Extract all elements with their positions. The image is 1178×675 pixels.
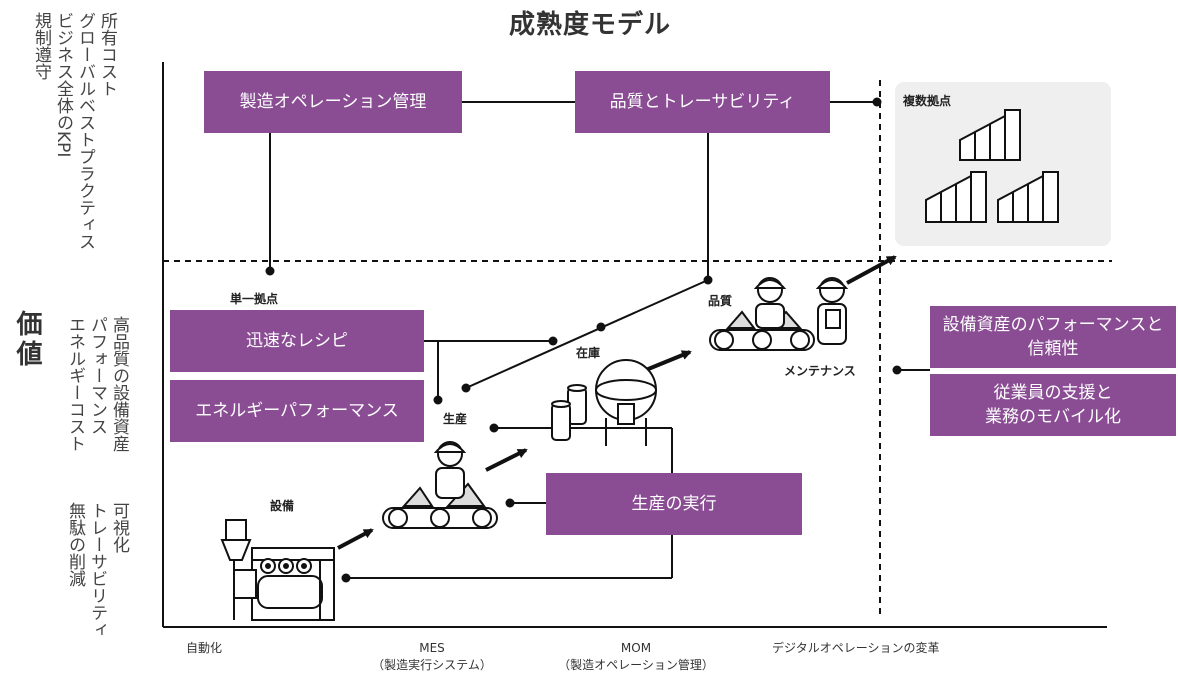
left-column-middle: 高品質の設備資産 パフォーマンス エネルギーコスト [64,316,130,486]
dot-prod-top [489,423,499,433]
dot-prod-exec [505,498,515,508]
label-multi-site: 複数拠点 [903,94,952,108]
box-production-execution: 生産の実行 [546,473,802,535]
dot-multi-site [872,97,882,107]
dot-right-boxes [892,365,902,375]
dot-diag-mid [596,322,606,332]
left-top-line-2: グローバルベストプラクティス [75,12,95,250]
label-production: 生産 [443,412,468,426]
arrow-production-inventory [485,448,528,472]
label-single-site: 単一拠点 [230,292,279,306]
x-label-automation: 自動化 [186,641,223,655]
dot-production [433,395,443,405]
left-column-bottom: 可視化 トレーサビリティ 無駄の削減 [64,502,130,662]
dot-diag-start [461,383,471,393]
inventory-tank-illustration [551,359,657,446]
x-label-mes: MES （製造実行システム） [352,640,512,674]
box-manufacturing-operations: 製造オペレーション管理 [204,71,462,133]
box-fast-recipe: 迅速なレシピ [170,310,424,372]
box-worker-support: 従業員の支援と 業務のモバイル化 [930,374,1176,436]
box-energy-performance: エネルギーパフォーマンス [170,380,424,442]
box-asset-performance: 設備資産のパフォーマンスと 信頼性 [930,306,1176,368]
arrow-equipment-production [337,528,374,550]
label-quality: 品質 [708,294,733,308]
equipment-machine-illustration [220,519,335,621]
dot-equipment [341,573,351,583]
left-mid-line-3: エネルギーコスト [65,316,85,452]
left-top-line-4: 規制遵守 [31,12,51,80]
box-quality-traceability: 品質とトレーサビリティ [575,71,830,133]
label-inventory: 在庫 [576,346,601,360]
left-column-top: 所有コスト グローバルベストプラクティス ビジネス全体のKPI 規制遵守 [30,12,118,252]
x-label-mom: MOM （製造オペレーション管理） [536,640,736,674]
x-label-mom-line-1: MOM [620,641,652,655]
x-label-digital: デジタルオペレーションの変革 [772,641,940,655]
y-axis-label: 価値 [12,310,42,370]
dot-recipe [548,336,558,346]
x-label-mom-line-2: （製造オペレーション管理） [558,658,714,672]
x-label-mes-line-2: （製造実行システム） [372,658,492,672]
left-top-line-3: ビジネス全体のKPI [53,12,73,158]
dot-single-site [265,266,275,276]
left-mid-line-1: 高品質の設備資産 [109,316,129,452]
left-bot-line-3: 無駄の削減 [65,502,85,587]
left-bot-line-1: 可視化 [109,502,129,553]
x-label-mes-line-1: MES [419,641,445,655]
label-equipment: 設備 [270,499,295,513]
worker-support-line-2: 業務のモバイル化 [985,407,1121,427]
diagram-title: 成熟度モデル [508,10,671,40]
arrow-to-multi-site [846,255,897,285]
diagonal-connector [465,279,709,389]
production-worker-illustration [382,441,498,529]
left-top-line-1: 所有コスト [97,12,117,97]
asset-perf-line-1: 設備資産のパフォーマンスと [942,315,1164,335]
label-maintenance: メンテナンス [784,364,856,378]
asset-perf-line-2: 信頼性 [1027,339,1079,359]
quality-maintenance-illustration [709,277,849,351]
worker-support-line-1: 従業員の支援と [993,383,1113,403]
left-bot-line-2: トレーサビリティ [87,502,107,638]
left-mid-line-2: パフォーマンス [87,316,107,435]
